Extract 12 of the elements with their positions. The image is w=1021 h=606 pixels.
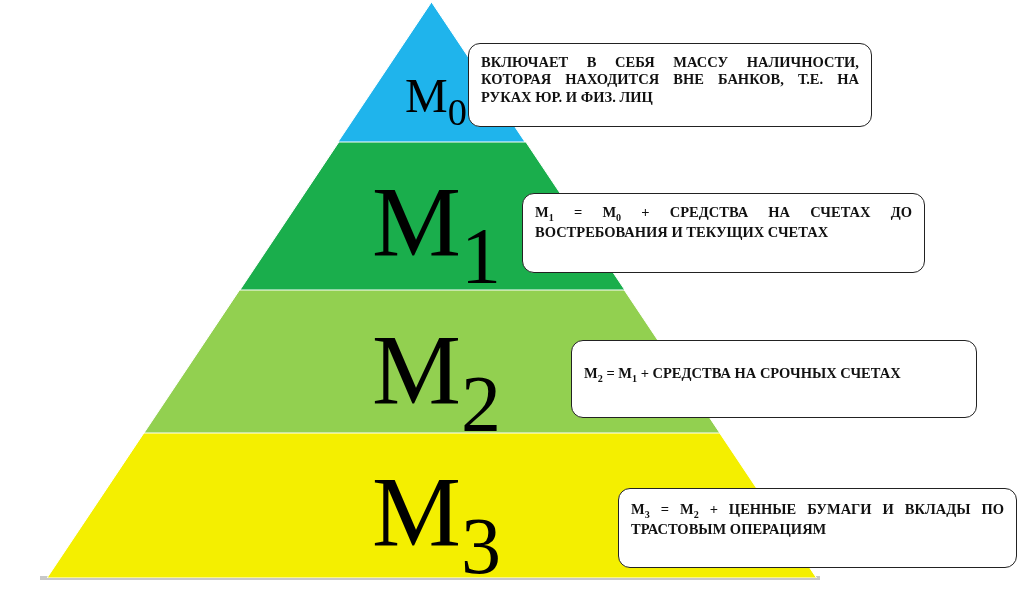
description-text: M$_{1}$ = M$_{0}$ + СРЕДСТВА НА СЧЕТАХ ДО ВОСТРЕБОВАНИЯ И ТЕКУЩИХ СЧЕТАХ bbox=[535, 204, 912, 242]
description-card bbox=[522, 193, 925, 273]
level-label: M$_{1}$ bbox=[372, 172, 501, 296]
level-label: M$_{0}$ bbox=[405, 72, 467, 132]
description-text: ВКЛЮЧАЕТ В СЕБЯ МАССУ НАЛИЧНОСТИ, КОТОРАЯ НАХОДИТСЯ ВНЕ БАНКОВ, Т.Е. НА РУКАХ ЮР. И ФИЗ. ЛИЦ bbox=[481, 54, 859, 107]
description-card bbox=[571, 340, 977, 418]
description-card bbox=[618, 488, 1017, 568]
level-label: M$_{2}$ bbox=[372, 320, 501, 444]
description-text: M$_{2}$ = M$_{1}$ + СРЕДСТВА НА СРОЧНЫХ СЧЕТАХ bbox=[584, 365, 902, 386]
description-text: M$_{3}$ = M$_{2}$ + ЦЕННЫЕ БУМАГИ И ВКЛАДЫ ПО ТРАСТОВЫМ ОПЕРАЦИЯМ bbox=[631, 501, 1004, 539]
level-label: M$_{3}$ bbox=[372, 462, 501, 586]
description-card bbox=[468, 43, 872, 127]
